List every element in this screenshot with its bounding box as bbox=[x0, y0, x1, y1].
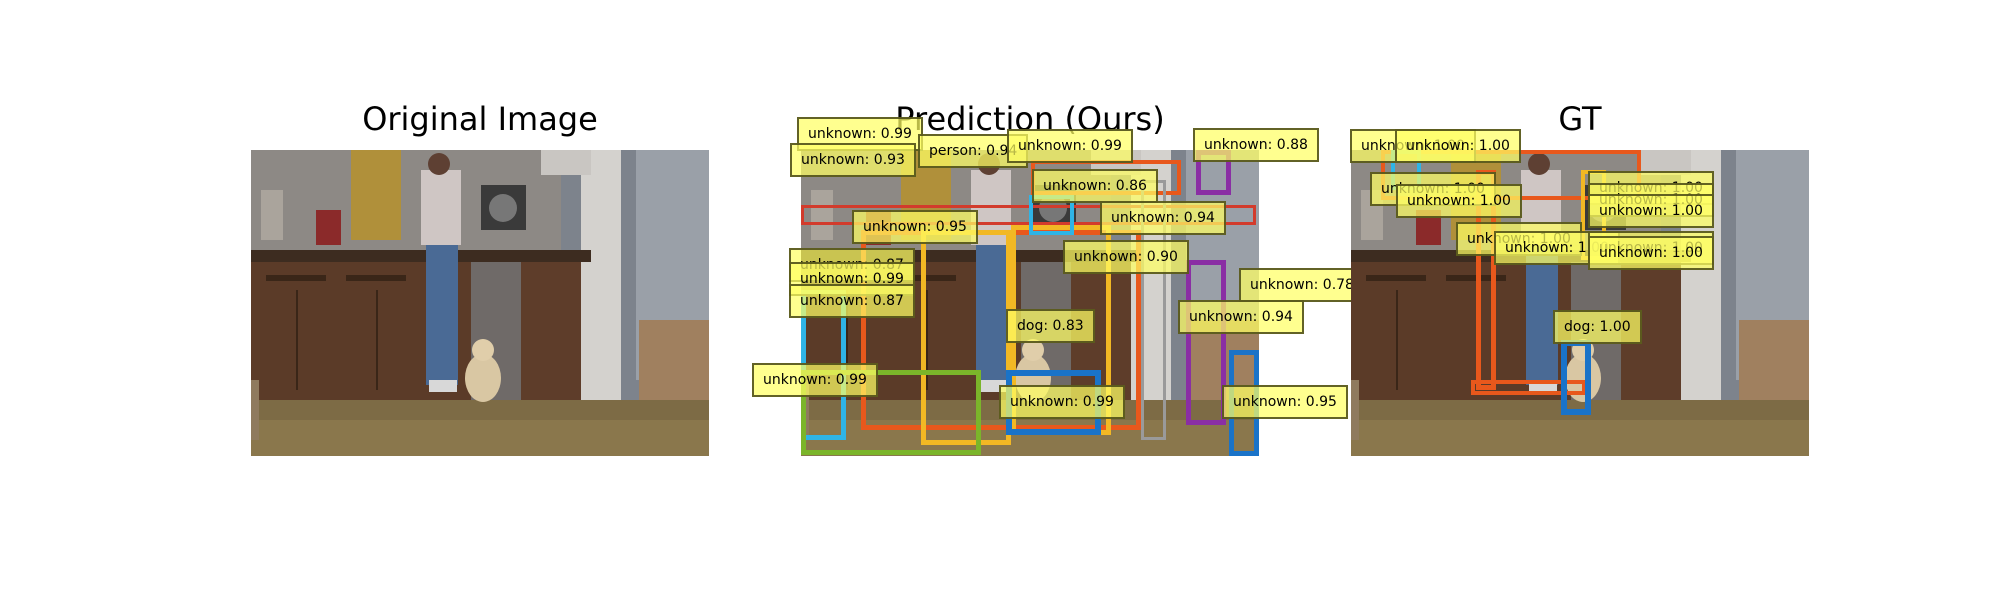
prediction-detection-label: unknown: 0.87 bbox=[789, 284, 915, 318]
original-image bbox=[251, 150, 709, 456]
gt-detection-label: unknown: 1.00 bbox=[1395, 129, 1521, 163]
prediction-detection-label: unknown: 0.99 bbox=[1007, 129, 1133, 163]
prediction-detection-label: unknown: 0.94 bbox=[1100, 201, 1226, 235]
panel-title-gt: GT bbox=[1558, 100, 1602, 138]
gt-bounding-box bbox=[1471, 380, 1586, 395]
prediction-bounding-box bbox=[801, 205, 1256, 225]
prediction-detection-label: unknown: 0.88 bbox=[1193, 128, 1319, 162]
gt-bounding-box bbox=[1561, 340, 1591, 415]
prediction-detection-label: unknown: 0.99 bbox=[999, 385, 1125, 419]
prediction-detection-label: unknown: 0.99 bbox=[752, 363, 878, 397]
kitchen-photo bbox=[1351, 150, 1809, 456]
kitchen-photo bbox=[251, 150, 709, 456]
gt-image: unknown: 1.00 unknown: 1.00 unknown: 1.00 u… bbox=[1350, 129, 1809, 456]
prediction-detection-label: unknown: 0.95 bbox=[1222, 385, 1348, 419]
gt-detection-label: unknown: 1.00 bbox=[1588, 194, 1714, 228]
prediction-detection-label: unknown: 0.90 bbox=[1063, 240, 1189, 274]
prediction-detection-label: unknown: 0.78 bbox=[1239, 268, 1365, 302]
prediction-detection-label: unknown: 0.93 bbox=[790, 143, 916, 177]
prediction-detection-label: unknown: 0.95 bbox=[852, 210, 978, 244]
panel-title-original: Original Image bbox=[362, 100, 598, 138]
prediction-bounding-box bbox=[801, 370, 981, 455]
prediction-detection-label: unknown: 0.86 bbox=[1032, 169, 1158, 203]
gt-detection-label: unknown: 1.00 bbox=[1588, 236, 1714, 270]
prediction-detection-label: unknown: 0.94 bbox=[1178, 300, 1304, 334]
prediction-detection-label: dog: 0.83 bbox=[1006, 309, 1095, 343]
gt-detection-label: dog: 1.00 bbox=[1553, 310, 1642, 344]
gt-detection-label: unknown: 1.00 bbox=[1396, 184, 1522, 218]
prediction-bounding-box bbox=[1186, 260, 1226, 425]
